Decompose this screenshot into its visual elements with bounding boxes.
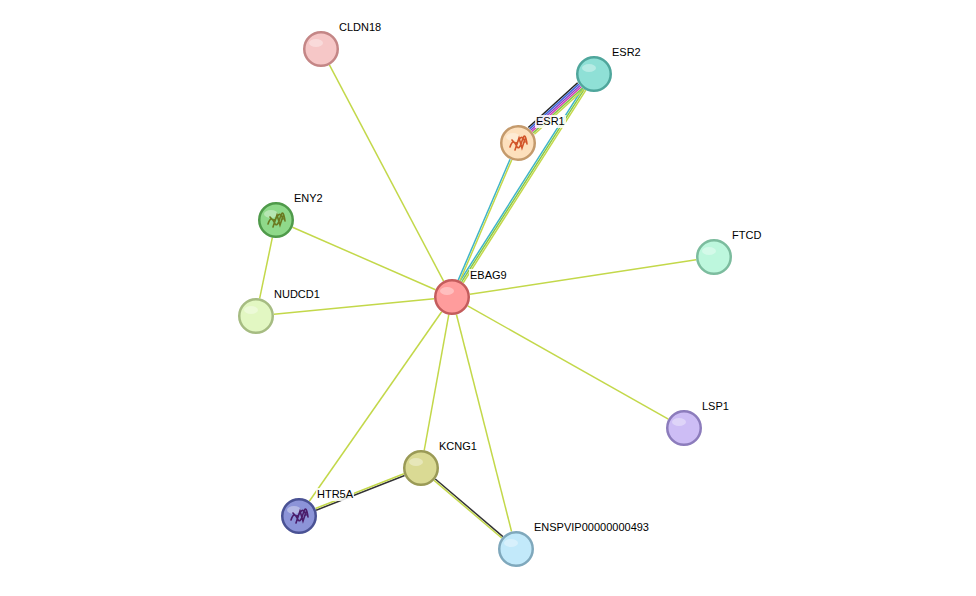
node-circle: [258, 202, 294, 238]
protein-label: LSP1: [701, 400, 730, 413]
protein-label: HTR5A: [316, 488, 354, 501]
evidence-line: [532, 87, 581, 132]
evidence-line: [531, 85, 580, 130]
interaction-edge: [424, 315, 449, 451]
protein-node: ENY2: [258, 202, 294, 238]
interaction-edge: [260, 238, 273, 299]
protein-node: HTR5A: [281, 498, 317, 534]
protein-label: EBAG9: [469, 269, 508, 282]
protein-label: ESR2: [611, 46, 642, 59]
evidence-line: [534, 89, 583, 134]
protein-node: KCNG1: [403, 450, 439, 486]
interaction-edge: [329, 65, 443, 281]
protein-node: EBAG9: [434, 279, 470, 315]
node-circle: [500, 125, 536, 161]
evidence-line: [460, 88, 583, 281]
interaction-edge: [309, 312, 441, 501]
evidence-line: [260, 238, 273, 299]
interaction-edge: [292, 227, 435, 290]
protein-label: ESR1: [535, 115, 566, 128]
evidence-line: [424, 315, 449, 451]
evidence-line: [274, 299, 434, 315]
protein-label: ENY2: [293, 192, 324, 205]
protein-node: CLDN18: [303, 31, 339, 67]
protein-node: NUDCD1: [238, 298, 274, 334]
evidence-line: [530, 84, 579, 129]
interaction-edge: [458, 159, 511, 281]
protein-label: KCNG1: [438, 440, 478, 453]
evidence-line: [463, 90, 586, 283]
evidence-line: [329, 65, 443, 281]
node-circle: [434, 279, 470, 315]
evidence-line: [533, 88, 582, 133]
protein-label: CLDN18: [338, 21, 382, 34]
protein-label: ENSPVIP00000000493: [533, 521, 650, 534]
node-circle: [281, 498, 317, 534]
protein-node: ENSPVIP00000000493: [498, 531, 534, 567]
interaction-edge: [528, 83, 583, 134]
interaction-edge: [468, 306, 669, 419]
node-circle: [238, 298, 274, 334]
evidence-line: [316, 475, 404, 510]
evidence-line: [456, 314, 511, 531]
evidence-line: [528, 83, 577, 128]
evidence-line: [458, 159, 510, 280]
interaction-edge: [460, 88, 586, 283]
interaction-edge: [456, 314, 511, 531]
protein-node: LSP1: [666, 410, 702, 446]
evidence-line: [468, 306, 669, 419]
evidence-line: [292, 227, 435, 290]
evidence-line: [462, 89, 585, 282]
protein-node: ESR2: [576, 56, 612, 92]
interaction-edge: [434, 479, 503, 538]
protein-label: NUDCD1: [273, 288, 321, 301]
evidence-line: [470, 260, 696, 295]
evidence-line: [434, 480, 502, 538]
interaction-edge: [315, 474, 404, 510]
evidence-line: [460, 160, 512, 281]
evidence-line: [309, 312, 441, 501]
interaction-edge: [470, 260, 696, 295]
node-circle: [498, 531, 534, 567]
node-circle: [696, 239, 732, 275]
interaction-edge: [274, 299, 434, 315]
protein-node: FTCD: [696, 239, 732, 275]
node-circle: [403, 450, 439, 486]
protein-label: FTCD: [731, 229, 762, 242]
evidence-line: [435, 479, 503, 537]
protein-node: ESR1: [500, 125, 536, 161]
evidence-line: [315, 474, 403, 509]
node-circle: [576, 56, 612, 92]
node-circle: [303, 31, 339, 67]
node-circle: [666, 410, 702, 446]
